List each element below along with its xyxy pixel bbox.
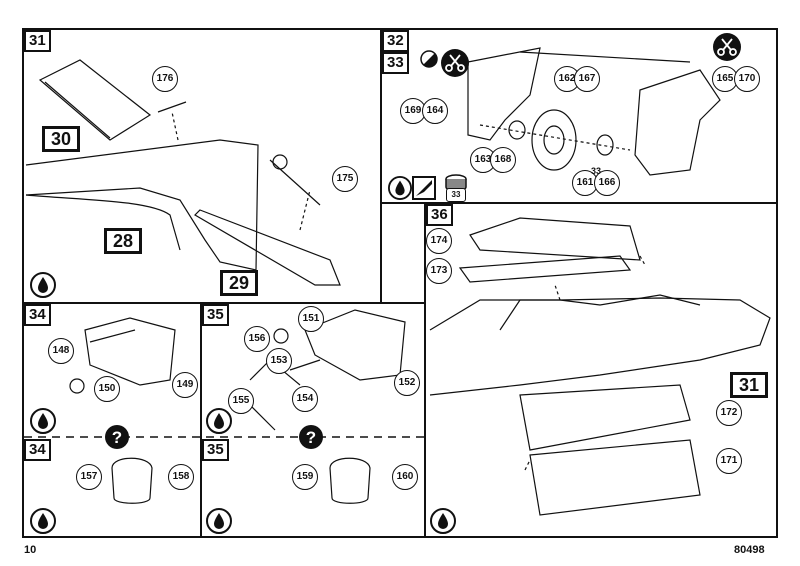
main-wheel [531,109,577,171]
part-160: 160 [392,464,418,490]
step-28-label: 28 [104,228,143,254]
part-172: 172 [716,400,742,426]
page-number: 10 [24,544,37,556]
step-36-label: 36 [426,204,453,226]
part-148: 148 [48,338,74,364]
part-159: 159 [292,464,318,490]
kit-number: 80498 [734,544,765,556]
part-149: 149 [172,372,198,398]
intake-cover-34 [111,457,153,504]
svg-text:?: ? [112,428,122,447]
wheel-cover [634,69,721,176]
part-165: 165 [712,66,738,92]
glue-drop-icon [206,408,232,434]
step-31-ref-label: 31 [730,372,769,398]
paint-brush-icon [412,176,436,200]
part-155: 155 [228,388,254,414]
step-30-label: 30 [42,126,81,152]
part-157: 157 [76,464,102,490]
part-174: 174 [426,228,452,254]
part-152: 152 [394,370,420,396]
paint-half-icon [420,50,438,68]
step-32-label: 32 [382,30,409,52]
rear-canopy-glass [529,439,701,516]
rear-canopy [519,384,691,451]
question-icon: ? [299,425,323,449]
wing-lower [194,209,341,286]
step-34-label-alt: 34 [24,439,51,461]
part-158: 158 [168,464,194,490]
part-176: 176 [152,66,178,92]
glue-drop-icon [30,508,56,534]
part-33-small-label: 33 [591,166,602,176]
part-161: 161 [572,170,598,196]
canopy-upper [469,217,641,261]
part-151: 151 [298,306,324,332]
part-168: 168 [490,147,516,173]
intake-cover-35 [329,457,371,504]
part-156: 156 [244,326,270,352]
part-167: 167 [574,66,600,92]
cut-scissors-icon [713,33,741,61]
glue-drop-icon [30,408,56,434]
panel-step-35 [200,302,426,538]
part-154: 154 [292,386,318,412]
step-31-label: 31 [24,30,51,52]
glue-drop-icon [388,176,412,200]
step-33-label: 33 [382,52,409,74]
wheel-well-door [467,47,541,141]
part-150: 150 [94,376,120,402]
part-175: 175 [332,166,358,192]
part-170: 170 [734,66,760,92]
step-35-label: 35 [202,304,229,326]
part-173: 173 [426,258,452,284]
step-34-label: 34 [24,304,51,326]
part-166: 166 [594,170,620,196]
wing-upper [38,59,152,141]
glue-drop-icon [430,508,456,534]
glue-drop-icon [206,508,232,534]
question-icon: ? [105,425,129,449]
part-171: 171 [716,448,742,474]
svg-text:?: ? [306,428,316,447]
paint-number-33: 33 [446,188,466,202]
part-153: 153 [266,348,292,374]
glue-drop-icon [30,272,56,298]
step-35-label-alt: 35 [202,439,229,461]
canopy-glass [458,255,632,283]
part-164: 164 [422,98,448,124]
cut-scissors-icon [441,49,469,77]
intake-34 [84,317,176,386]
step-29-label: 29 [220,270,259,296]
